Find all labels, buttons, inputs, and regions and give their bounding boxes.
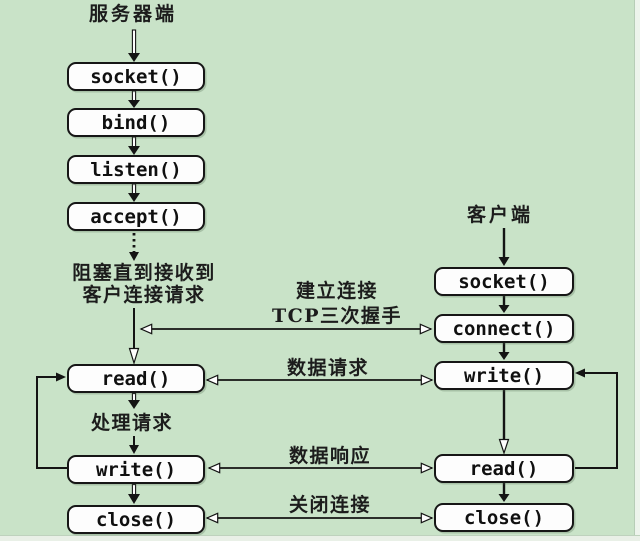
server-blocking-note: 阻塞直到接收到 客户连接请求: [64, 262, 224, 306]
server-socket-box: socket(): [67, 62, 205, 91]
arrow-server-write-loop-to-read: [36, 372, 67, 469]
client-title: 客户端: [466, 204, 533, 226]
close-connection-label: 关闭连接: [288, 494, 371, 516]
arrow-server-title-to-socket: [128, 29, 140, 62]
data-response-label: 数据响应: [288, 445, 371, 467]
server-read-box: read(): [67, 364, 205, 393]
arrow-client-write-to-read: [498, 390, 510, 455]
server-process-note: 处理请求: [90, 412, 173, 434]
client-read-box: read(): [434, 454, 574, 483]
arrow-client-title-to-socket: [498, 228, 510, 266]
server-title: 服务器端: [88, 3, 177, 25]
establish-label-line1: 建立连接: [295, 280, 378, 302]
client-socket-box: socket(): [434, 267, 574, 296]
right-edge-strip: [634, 0, 640, 541]
client-write-box: write(): [434, 361, 574, 390]
arrow-socket-to-bind: [128, 90, 140, 108]
server-accept-box: accept(): [67, 202, 205, 231]
arrow-bind-to-listen: [128, 136, 140, 155]
arrow-accept-to-blocking-note-dotted: [129, 233, 139, 261]
establish-label-line2: TCP三次握手: [271, 305, 403, 327]
server-write-box: write(): [67, 455, 205, 484]
arrow-process-note-to-write: [129, 436, 139, 454]
arrow-client-read-loop-to-write: [575, 368, 618, 469]
data-request-label: 数据请求: [286, 357, 369, 379]
arrow-client-socket-to-connect: [498, 296, 510, 313]
arrow-listen-to-accept: [128, 183, 140, 202]
client-close-box: close(): [434, 503, 574, 532]
server-bind-box: bind(): [67, 108, 205, 137]
server-listen-box: listen(): [67, 155, 205, 184]
arrow-read-to-process-note: [128, 392, 140, 409]
blocking-note-line2: 客户连接请求: [82, 284, 206, 306]
server-close-box: close(): [67, 505, 205, 534]
arrow-client-read-to-close: [498, 483, 510, 502]
arrow-server-write-to-close: [128, 483, 140, 504]
establish-connection-label: 建立连接 TCP三次握手: [252, 279, 422, 329]
arrow-connect-to-client-write: [498, 343, 510, 360]
bottom-edge-strip: [0, 535, 640, 541]
client-connect-box: connect(): [434, 314, 574, 343]
arrow-blocking-note-to-read: [128, 308, 140, 366]
blocking-note-line1: 阻塞直到接收到: [72, 262, 216, 284]
